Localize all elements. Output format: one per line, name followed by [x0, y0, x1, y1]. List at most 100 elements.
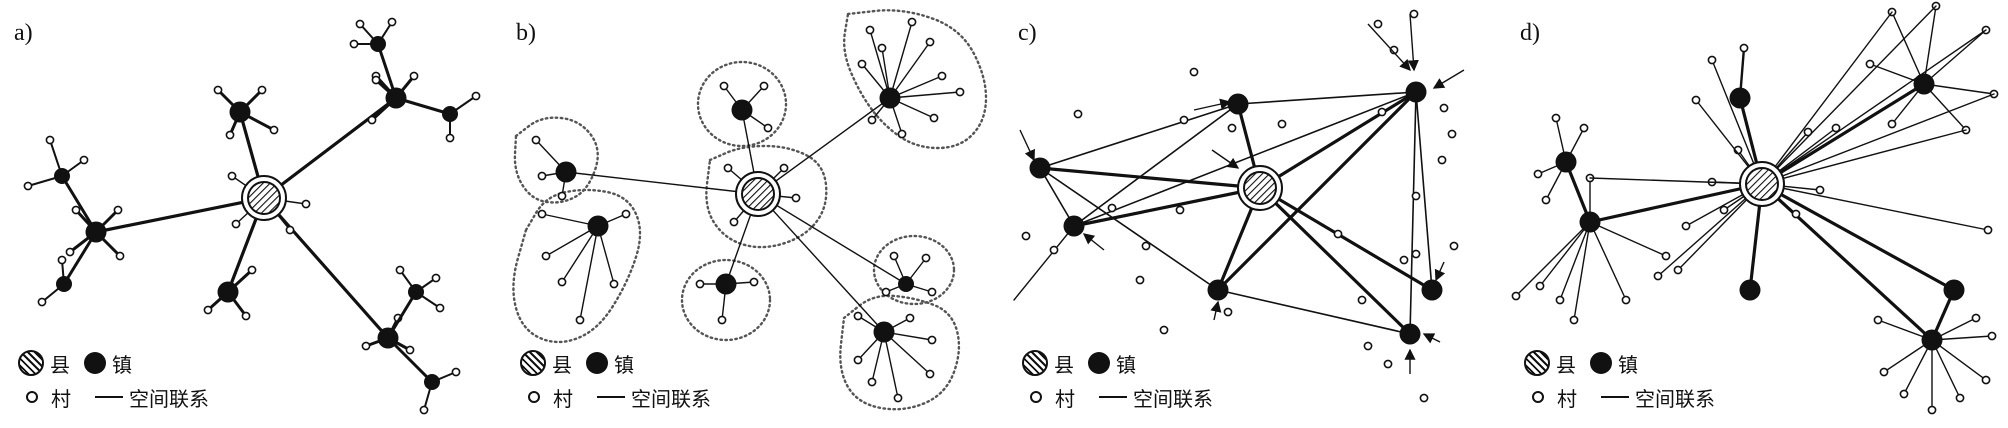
village-node — [1681, 221, 1691, 231]
village-node — [1719, 205, 1729, 215]
village-link — [1923, 5, 1937, 85]
network-diagram-b — [512, 9, 988, 411]
panel-label: c) — [1018, 20, 1037, 46]
village-node — [1141, 241, 1151, 251]
link-line — [1761, 93, 1995, 185]
link-line — [757, 193, 907, 285]
flow-arrow — [1210, 300, 1222, 321]
village-node — [1555, 295, 1565, 305]
town-node — [217, 281, 239, 303]
county-symbol — [1022, 350, 1048, 376]
town-node — [1913, 73, 1935, 95]
village-link — [889, 41, 931, 99]
link-line — [1073, 91, 1417, 227]
village-node — [925, 37, 935, 47]
link-line — [94, 196, 266, 234]
village-link — [1931, 339, 1961, 399]
village-link — [1589, 221, 1667, 257]
village-node — [355, 19, 365, 29]
village-node — [367, 115, 377, 125]
legend-county-label: 县 — [50, 354, 70, 377]
town-symbol — [1088, 352, 1110, 374]
town-node — [555, 161, 577, 183]
flow-arrow — [1367, 23, 1411, 72]
village-node — [1021, 231, 1031, 241]
cluster-boundary — [512, 188, 642, 344]
link-line — [1761, 11, 1893, 185]
legend-county-label: 县 — [552, 354, 572, 377]
village-node — [113, 205, 123, 215]
village-link — [889, 21, 913, 99]
link-line — [565, 171, 759, 195]
village-node — [231, 219, 241, 229]
village-node — [937, 71, 947, 81]
village-node — [1175, 205, 1185, 215]
village-link — [1891, 11, 1925, 85]
village-node — [1987, 331, 1997, 341]
town-node — [1063, 215, 1085, 237]
village-node — [537, 209, 547, 219]
village-node — [877, 43, 887, 53]
village-node — [435, 303, 445, 313]
village-node — [1653, 271, 1663, 281]
county-symbol — [520, 350, 546, 376]
village-node — [1673, 265, 1683, 275]
village-node — [1739, 43, 1749, 53]
link-line — [1589, 177, 1763, 185]
town-symbol — [1590, 352, 1612, 374]
village-link — [1589, 221, 1627, 301]
link-line — [1258, 186, 1434, 292]
village-node — [79, 155, 89, 165]
link-line — [1039, 167, 1219, 291]
link-line — [1072, 186, 1262, 228]
town-node — [873, 321, 895, 343]
panel-c: c) 县 镇 村 空间联系 — [1004, 0, 1506, 428]
link-line — [423, 381, 433, 411]
village-link — [1923, 29, 1987, 85]
town-symbol — [84, 352, 106, 374]
village-node — [749, 277, 759, 287]
village-node — [1049, 245, 1059, 255]
legend: 县 镇 村 空间联系 — [520, 346, 725, 414]
link-line — [415, 291, 441, 309]
flow-arrow — [1211, 149, 1240, 169]
village-node — [257, 85, 267, 95]
legend-link-label: 空间联系 — [1635, 388, 1715, 411]
link-line — [27, 175, 63, 187]
village-node — [405, 345, 415, 355]
town-node — [1405, 81, 1427, 103]
village-node — [955, 87, 965, 97]
link-line — [1761, 183, 1989, 231]
village-node — [1691, 95, 1701, 105]
village-node — [1927, 405, 1937, 415]
legend-town-label: 镇 — [112, 354, 132, 377]
village-node — [1803, 127, 1813, 137]
village-node — [1865, 59, 1875, 69]
village-node — [57, 255, 67, 265]
village-link — [1573, 221, 1591, 321]
legend: 县 镇 村 空间联系 — [18, 346, 223, 414]
panel-a: a) 县 镇 村 空间联系 — [0, 0, 502, 428]
village-symbol — [1030, 391, 1042, 403]
village-node — [203, 305, 213, 315]
network-diagram-d — [1511, 1, 1999, 415]
link-line — [1217, 289, 1411, 335]
village-node — [1831, 123, 1841, 133]
village-node — [1357, 295, 1367, 305]
panel-b: b) 县 镇 村 空间联系 — [502, 0, 1004, 428]
legend-county-label: 县 — [1556, 354, 1576, 377]
village-node — [857, 59, 867, 69]
village-node — [1791, 209, 1801, 219]
village-node — [1383, 359, 1393, 369]
link-line — [262, 96, 398, 200]
village-node — [537, 171, 547, 181]
village-node — [451, 367, 461, 377]
village-node — [719, 81, 729, 91]
county-node — [1243, 171, 1277, 205]
village-node — [1541, 195, 1551, 205]
village-node — [1707, 55, 1717, 65]
village-node — [1873, 315, 1883, 325]
link-line — [1039, 167, 1075, 227]
village-node — [609, 279, 619, 289]
link-line — [1237, 91, 1417, 105]
